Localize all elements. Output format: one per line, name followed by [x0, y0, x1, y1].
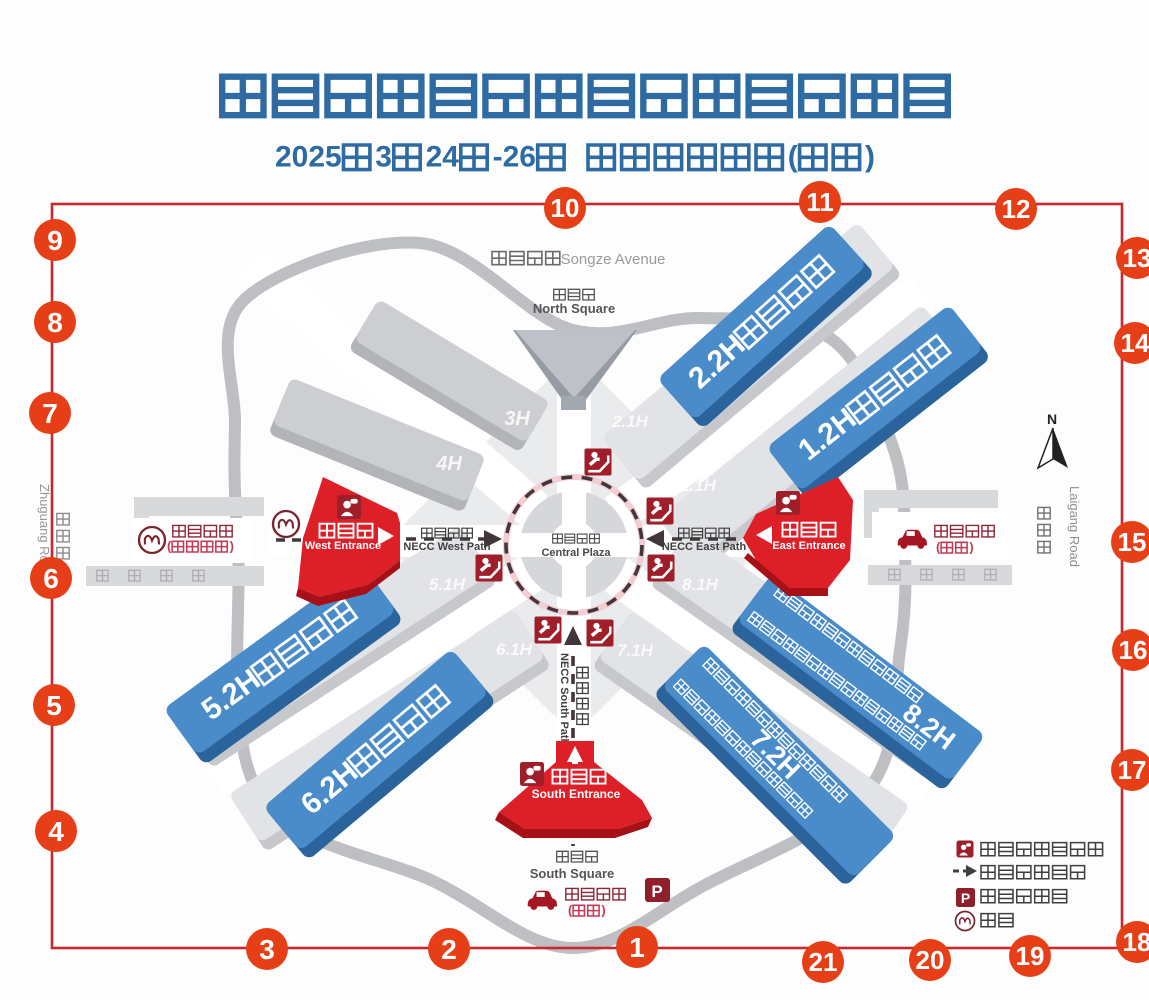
svg-text:6: 6	[43, 563, 59, 594]
svg-text:Laigang Road: Laigang Road	[1067, 486, 1082, 567]
svg-text:3H: 3H	[504, 408, 530, 430]
svg-text:18: 18	[1123, 927, 1149, 957]
svg-text:Central Plaza: Central Plaza	[541, 547, 611, 559]
svg-text:1: 1	[629, 932, 645, 963]
svg-text:14: 14	[1121, 328, 1149, 358]
svg-text:20: 20	[916, 945, 945, 975]
svg-text:5: 5	[46, 690, 62, 721]
svg-text:): )	[865, 141, 875, 174]
svg-text:6.1H: 6.1H	[496, 640, 533, 659]
svg-text:(: (	[167, 539, 172, 554]
svg-text:4H: 4H	[435, 453, 462, 475]
svg-text:(: (	[788, 141, 798, 174]
svg-text:7.1H: 7.1H	[617, 641, 654, 660]
svg-text:15: 15	[1118, 527, 1147, 557]
svg-text:24: 24	[426, 141, 460, 174]
svg-text:South Square: South Square	[530, 866, 615, 881]
svg-text:13: 13	[1123, 243, 1149, 273]
svg-text:Songze Avenue: Songze Avenue	[561, 251, 666, 268]
svg-text:-26: -26	[493, 141, 536, 174]
svg-text:N: N	[1047, 411, 1057, 427]
svg-text:NECC West Path: NECC West Path	[403, 541, 490, 553]
svg-text:Zhuguang Road: Zhuguang Road	[37, 484, 52, 577]
svg-text:19: 19	[1016, 941, 1045, 971]
svg-text:21: 21	[809, 947, 838, 977]
svg-text:): )	[601, 903, 605, 918]
svg-text:17: 17	[1118, 755, 1147, 785]
svg-text:7: 7	[42, 398, 58, 429]
svg-text:NECC South Path: NECC South Path	[558, 653, 570, 746]
svg-text:NECC East Path: NECC East Path	[662, 541, 747, 553]
svg-text:12: 12	[1002, 194, 1031, 224]
svg-text:): )	[230, 539, 234, 554]
svg-text:4: 4	[48, 816, 64, 847]
svg-text:8: 8	[47, 307, 63, 338]
svg-text:11: 11	[806, 187, 834, 217]
svg-text:5.1H: 5.1H	[429, 575, 466, 594]
svg-text:West Entrance: West Entrance	[305, 540, 381, 552]
svg-text:10: 10	[551, 193, 580, 223]
svg-text:3: 3	[375, 141, 392, 174]
svg-text:(: (	[936, 540, 941, 555]
svg-text:North Square: North Square	[533, 301, 615, 316]
svg-text:8.1H: 8.1H	[682, 575, 719, 594]
svg-text:2025: 2025	[275, 141, 342, 174]
svg-text:South Entrance: South Entrance	[532, 787, 621, 801]
svg-text:East Entrance: East Entrance	[772, 540, 845, 552]
svg-text:2: 2	[441, 934, 457, 965]
svg-text:1.1H: 1.1H	[680, 476, 717, 495]
svg-text:3: 3	[259, 934, 275, 965]
svg-text:16: 16	[1119, 635, 1148, 665]
svg-text:(: (	[568, 903, 573, 918]
svg-text:P: P	[651, 882, 662, 901]
svg-text:P: P	[961, 890, 970, 906]
svg-text:2.1H: 2.1H	[611, 412, 649, 431]
svg-text:9: 9	[47, 225, 63, 256]
svg-text:): )	[969, 540, 973, 555]
